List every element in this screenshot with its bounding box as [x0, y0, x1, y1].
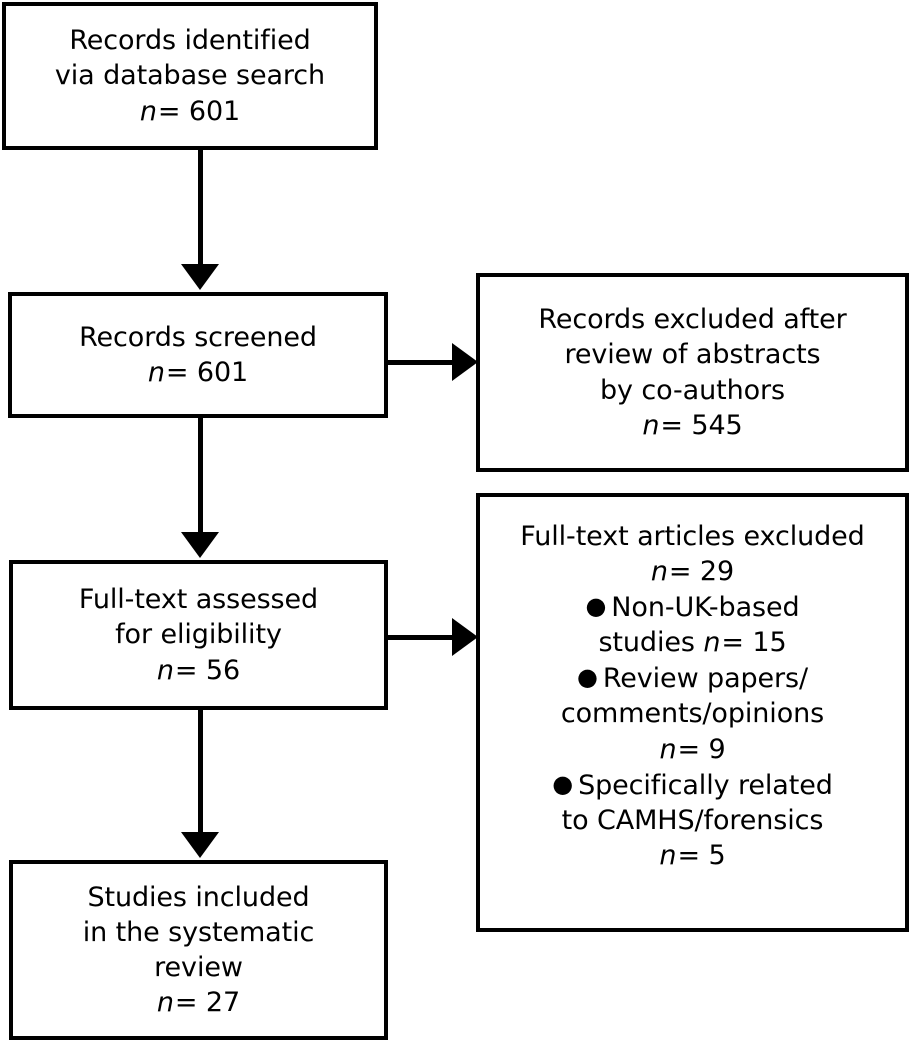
box-line: in the systematic [82, 916, 315, 948]
arrow-fulltext-to-included-line [198, 710, 203, 834]
box-line: Full-text assessed [78, 584, 319, 616]
box-fulltext-assessed: Full-text assessed for eligibility n= 56 [9, 560, 388, 710]
n-symbol: n [139, 95, 157, 127]
equals-symbol: = [174, 987, 198, 1019]
box-line: by co-authors [599, 374, 786, 406]
exclusion-reason-item: ●Review papers/ comments/opinions n= 9 [561, 661, 824, 766]
box-line: Records excluded after [538, 304, 847, 336]
n-symbol: n [659, 733, 677, 765]
arrow-identified-to-screened-line [198, 150, 203, 266]
count-value: 5 [708, 839, 726, 871]
arrow-screened-to-excluded-line [388, 360, 456, 365]
box-line: Records screened [79, 321, 317, 353]
reason-count: n= 5 [552, 838, 833, 873]
reason-line-1: ●Specifically related [552, 768, 833, 803]
reason-line-1: ●Non-UK-based [585, 590, 799, 625]
box-records-screened: Records screened n= 601 [8, 292, 388, 418]
box-records-identified: Records identified via database search n… [2, 2, 378, 150]
box-count: n= 56 [157, 653, 240, 688]
count-value: 601 [196, 357, 249, 388]
box-count: n= 545 [642, 408, 742, 443]
box-line: via database search [54, 60, 326, 92]
reason-text: Specifically related [578, 769, 833, 801]
box-line: for eligibility [115, 619, 282, 651]
box-count: n= 601 [140, 94, 240, 129]
arrow-screened-to-excluded-head-icon [452, 343, 478, 381]
exclusion-reason-item: ●Specifically related to CAMHS/forensics… [552, 768, 833, 873]
arrow-screened-to-fulltext-head-icon [181, 532, 219, 558]
equals-symbol: = [660, 409, 683, 441]
count-value: 601 [188, 95, 241, 127]
reason-count: n= 9 [561, 732, 824, 767]
n-symbol: n [642, 409, 660, 441]
box-count: n= 601 [148, 355, 248, 390]
reason-line-1: ●Review papers/ [561, 661, 824, 696]
box-line: Records identified [69, 25, 311, 57]
count-value: 56 [205, 654, 241, 686]
count-value: 15 [752, 627, 787, 659]
reason-count: n= 15 [703, 627, 786, 658]
reason-line-2: comments/opinions [560, 698, 825, 730]
n-symbol: n [156, 654, 174, 686]
reason-line-2: to CAMHS/forensics [561, 804, 824, 836]
n-symbol: n [147, 357, 165, 388]
arrow-fulltext-to-included-head-icon [181, 832, 219, 858]
box-fulltext-articles-excluded: Full-text articles excluded n= 29 ●Non-U… [476, 493, 909, 932]
equals-symbol: = [677, 733, 700, 765]
reason-text: studies [598, 627, 695, 659]
n-symbol: n [650, 556, 668, 588]
bullet-icon: ● [552, 769, 574, 798]
reason-text: Review papers/ [602, 663, 809, 695]
box-count: n= 29 [651, 554, 734, 589]
arrow-screened-to-fulltext-line [198, 418, 203, 534]
bullet-icon: ● [585, 592, 607, 621]
equals-symbol: = [668, 556, 692, 588]
equals-symbol: = [677, 839, 700, 871]
equals-symbol: = [721, 627, 744, 659]
box-line: Full-text articles excluded [520, 521, 865, 552]
box-line: review of abstracts [564, 339, 821, 371]
n-symbol: n [703, 627, 721, 659]
box-line: Studies included [87, 881, 310, 913]
equals-symbol: = [157, 95, 181, 127]
reason-line-2: studies n= 15 [585, 625, 799, 660]
count-value: 9 [708, 733, 726, 765]
arrow-fulltext-to-excluded-head-icon [452, 618, 478, 656]
reason-text: Non-UK-based [611, 592, 800, 624]
equals-symbol: = [174, 654, 198, 686]
arrow-identified-to-screened-head-icon [181, 264, 219, 290]
exclusion-reason-list: ●Non-UK-based studies n= 15 ●Review pape… [480, 589, 905, 873]
count-value: 29 [699, 556, 735, 588]
arrow-fulltext-to-excluded-line [388, 635, 456, 640]
box-line: review [154, 952, 243, 983]
box-records-excluded: Records excluded after review of abstrac… [476, 273, 909, 472]
equals-symbol: = [165, 357, 189, 388]
box-count: n= 27 [157, 985, 240, 1020]
exclusion-reason-item: ●Non-UK-based studies n= 15 [585, 590, 799, 660]
count-value: 545 [691, 409, 743, 441]
n-symbol: n [659, 839, 677, 871]
n-symbol: n [156, 987, 174, 1019]
bullet-icon: ● [576, 663, 598, 692]
box-studies-included: Studies included in the systematic revie… [9, 860, 388, 1040]
count-value: 27 [205, 987, 241, 1019]
